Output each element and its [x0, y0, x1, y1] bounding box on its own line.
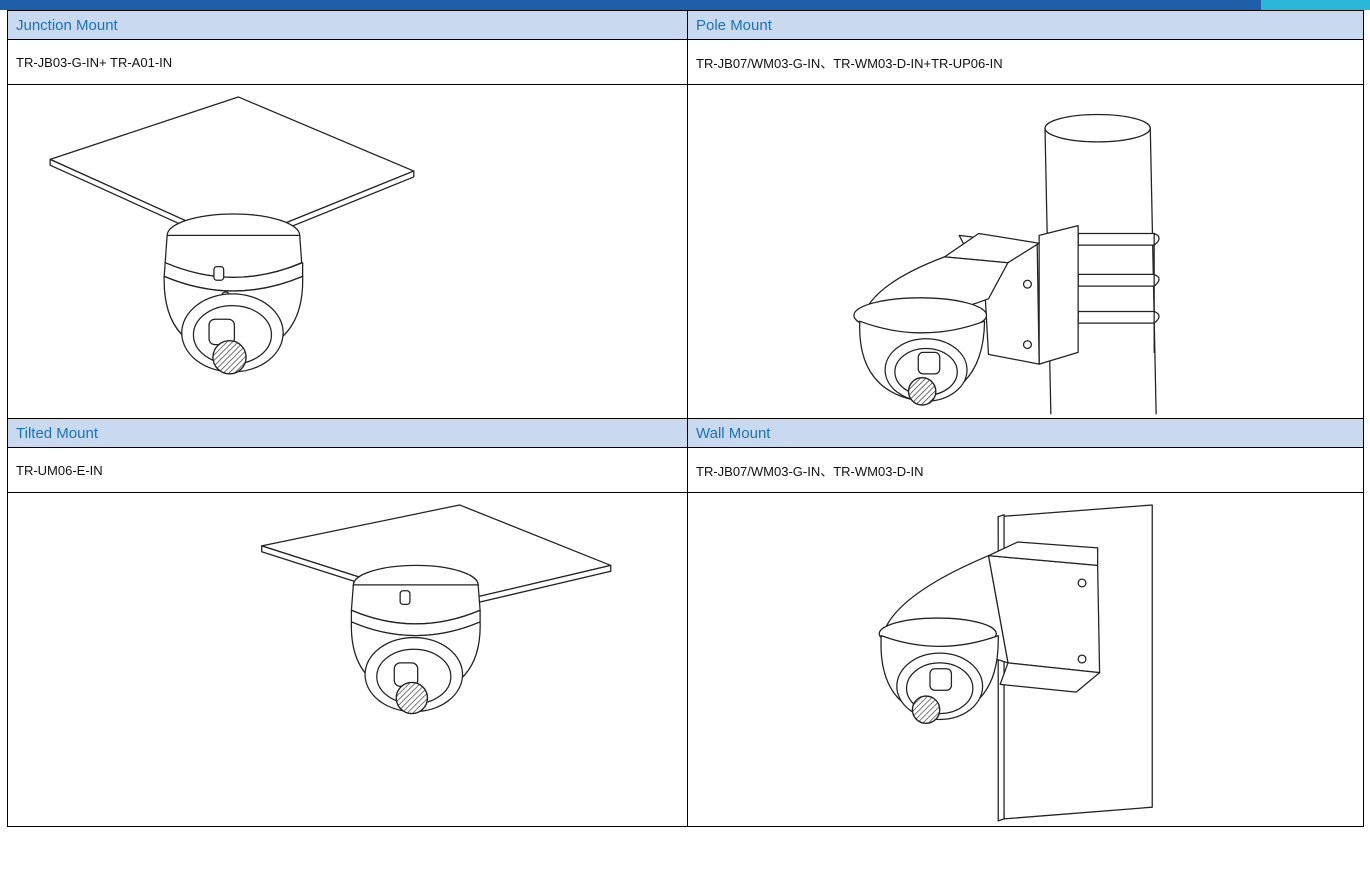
illustration-row [7, 492, 1364, 827]
mount-spec-table: Junction Mount Pole Mount TR-JB03-G-IN+ … [7, 10, 1364, 827]
junction-mount-drawing [49, 96, 415, 375]
junction-mount-model: TR-JB03-G-IN+ TR-A01-IN [7, 39, 688, 85]
junction-mount-title: Junction Mount [7, 10, 688, 40]
junction-mount-illustration [7, 84, 688, 419]
header-row: Tilted Mount Wall Mount [7, 418, 1364, 448]
pole-mount-title: Pole Mount [687, 10, 1364, 40]
wall-mount-title: Wall Mount [687, 418, 1364, 448]
tilted-mount-title: Tilted Mount [7, 418, 688, 448]
wall-mount-model: TR-JB07/WM03-G-IN、TR-WM03-D-IN [687, 447, 1364, 493]
tilted-mount-drawing [261, 504, 612, 715]
wall-mount-drawing [878, 504, 1153, 822]
model-row: TR-UM06-E-IN TR-JB07/WM03-G-IN、TR-WM03-D… [7, 447, 1364, 493]
top-bar-accent [1261, 0, 1370, 10]
pole-mount-model: TR-JB07/WM03-G-IN、TR-WM03-D-IN+TR-UP06-I… [687, 39, 1364, 85]
wall-mount-illustration [687, 492, 1364, 827]
top-bar-main [0, 0, 1261, 10]
model-row: TR-JB03-G-IN+ TR-A01-IN TR-JB07/WM03-G-I… [7, 39, 1364, 85]
tilted-mount-model: TR-UM06-E-IN [7, 447, 688, 493]
illustration-row [7, 84, 1364, 419]
tilted-mount-illustration [7, 492, 688, 827]
top-color-bar [0, 0, 1370, 10]
header-row: Junction Mount Pole Mount [7, 10, 1364, 40]
pole-mount-drawing [853, 113, 1160, 415]
pole-mount-illustration [687, 84, 1364, 419]
